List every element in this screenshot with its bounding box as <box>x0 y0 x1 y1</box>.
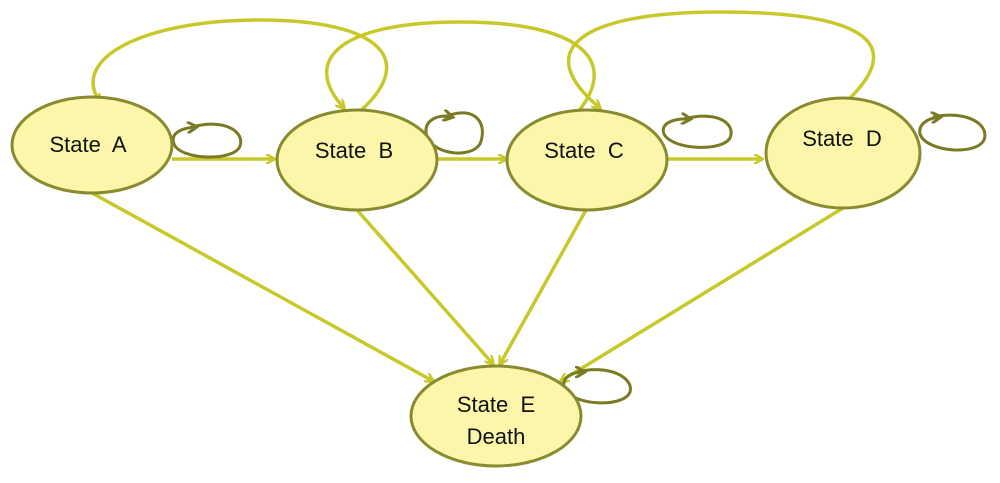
self-loop-A <box>171 124 243 159</box>
state-node-B: State B <box>275 108 439 212</box>
state-nodes: State A State B State C State D State E … <box>10 95 922 468</box>
state-E-ellipse <box>409 364 583 468</box>
state-D-ellipse <box>764 96 922 210</box>
edge-B-to-A <box>93 18 389 116</box>
state-node-A: State A <box>10 95 174 195</box>
edge-D-to-C <box>567 10 876 108</box>
self-loop-B <box>424 113 484 155</box>
edges <box>91 10 876 381</box>
edge-C-to-E <box>500 209 588 364</box>
state-D-label: State D <box>802 126 881 151</box>
state-A-ellipse <box>10 95 174 195</box>
edge-D-to-E <box>561 206 844 381</box>
state-node-D: State D <box>764 96 922 210</box>
self-loop-D <box>918 115 987 152</box>
state-A-label: State A <box>49 132 126 157</box>
state-E-sublabel: Death <box>467 424 526 449</box>
state-B-label: State B <box>315 138 393 163</box>
edge-C-to-B <box>324 20 596 114</box>
state-B-ellipse <box>275 108 439 212</box>
edge-B-to-E <box>355 208 493 364</box>
self-loop-C <box>661 116 733 149</box>
state-C-ellipse <box>505 108 669 212</box>
self-loops <box>171 113 987 405</box>
state-node-E: State E Death <box>409 364 583 468</box>
edge-A-to-E <box>91 191 433 381</box>
state-node-C: State C <box>505 108 669 212</box>
self-loop-E <box>562 370 632 405</box>
state-E-label: State E <box>457 392 535 417</box>
state-C-label: State C <box>544 138 624 163</box>
